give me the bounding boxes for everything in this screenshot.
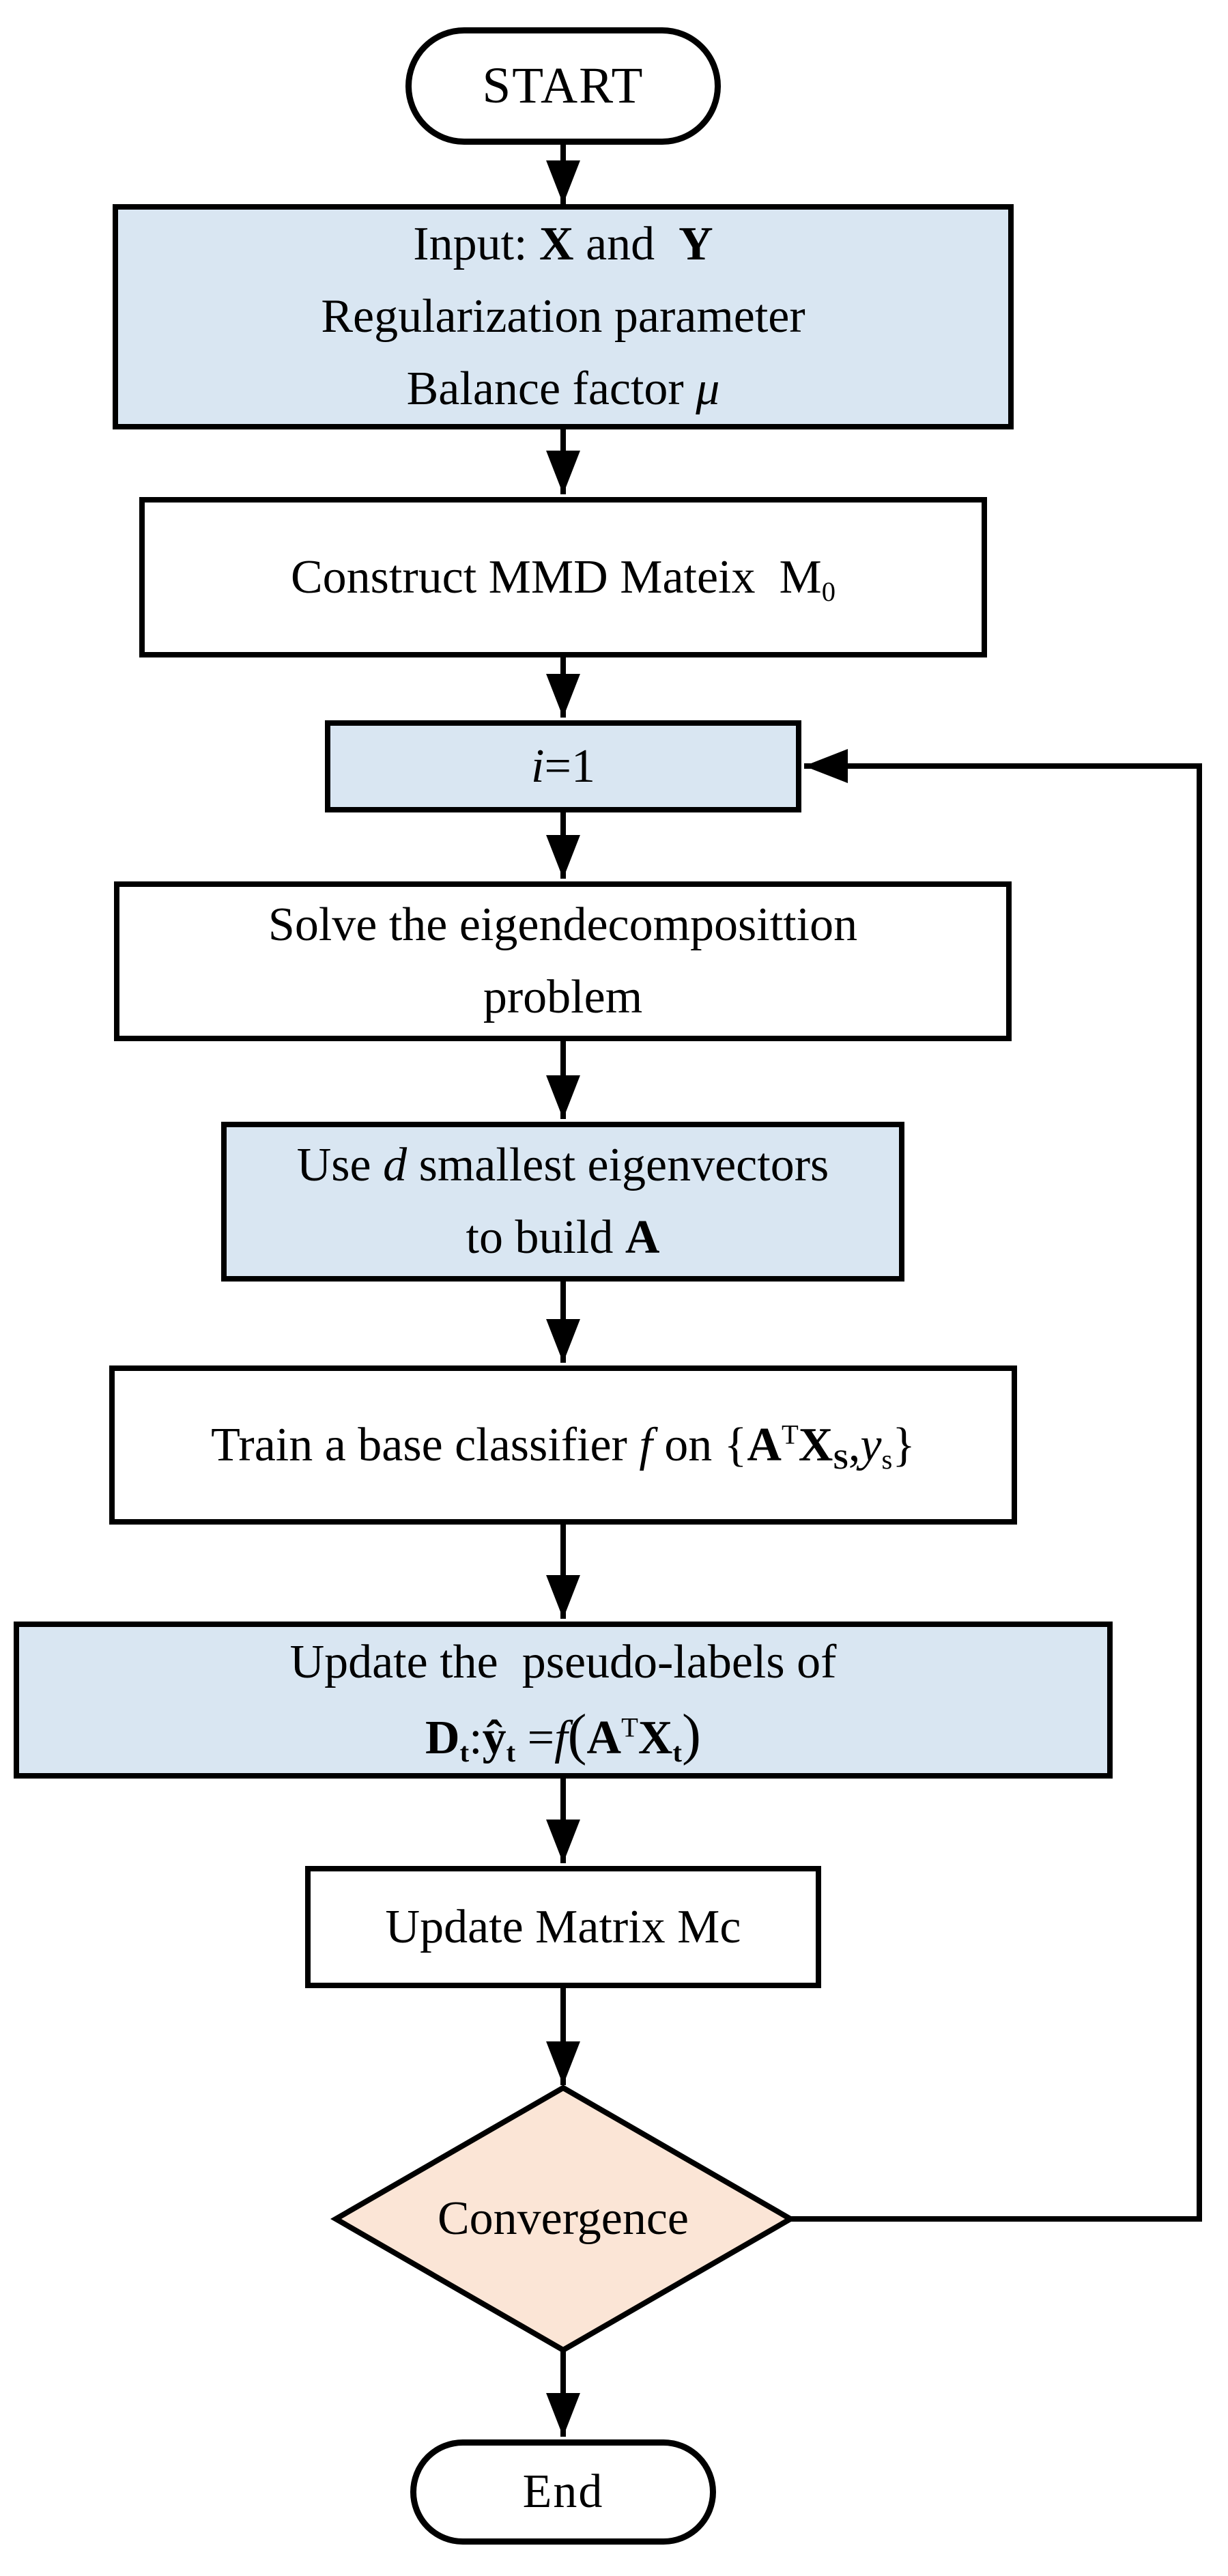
end-label: End	[522, 2465, 604, 2518]
text-run: :	[469, 1711, 483, 1764]
update-pseudo-labels-box: Update the pseudo-labels of Dt:ŷt =f(ATX…	[14, 1622, 1113, 1779]
text-run: t	[459, 1736, 470, 1768]
start-terminator: START	[405, 27, 721, 145]
construct-mmd-box: Construct MMD Mateix M0	[139, 497, 987, 657]
text-run: X	[638, 1711, 673, 1764]
text-run: S	[833, 1443, 848, 1475]
solve-line-1: Solve the eigendecomposittion	[268, 898, 858, 951]
text-run: A	[625, 1211, 660, 1264]
text-run: T	[621, 1712, 638, 1743]
text-run: to build	[466, 1211, 625, 1264]
text-run: μ	[696, 363, 720, 415]
text-run: f	[639, 1418, 653, 1471]
text-run: d	[383, 1139, 408, 1191]
train-label: Train a base classifier f on {ATXS,ys}	[211, 1409, 915, 1482]
text-run: i	[531, 739, 545, 793]
text-run: on {	[652, 1418, 747, 1471]
updatem-label: Update Matrix Mc	[385, 1900, 741, 1953]
convergence-label: Convergence	[437, 2192, 689, 2245]
init-label: i=1	[531, 739, 595, 794]
text-run: )	[681, 1702, 701, 1766]
text-run: and	[573, 218, 667, 270]
text-run: =1	[544, 739, 595, 793]
end-terminator: End	[410, 2439, 716, 2545]
text-run: (	[567, 1702, 587, 1766]
input-line-3: Balance factor μ	[407, 353, 720, 425]
solve-line-2: problem	[483, 971, 643, 1023]
input-box: Input: X and Y Regularization parameter …	[113, 204, 1014, 429]
start-label: START	[482, 57, 644, 114]
solve-eigendecomposition-box: Solve the eigendecomposittion problem	[114, 881, 1012, 1041]
text-run: ŷ	[482, 1711, 506, 1764]
construct-label: Construct MMD Mateix M0	[291, 541, 836, 614]
init-iteration-box: i=1	[325, 720, 801, 812]
input-line-1: Input: X and Y	[413, 208, 713, 281]
text-run: Balance factor	[406, 363, 696, 415]
text-run: Construct MMD Mateix M	[290, 550, 822, 604]
eigenvectors-box: Use d smallest eigenvectors to build A	[221, 1122, 904, 1282]
convergence-decision: Convergence	[336, 2088, 790, 2350]
text-run: smallest eigenvectors	[407, 1139, 829, 1191]
text-run: t	[506, 1736, 516, 1768]
text-run: X	[539, 218, 574, 270]
text-run: A	[586, 1711, 622, 1764]
text-run: T	[781, 1419, 799, 1450]
eigvec-line-1: Use d smallest eigenvectors	[297, 1129, 829, 1202]
text-run: 0	[821, 576, 836, 607]
update-matrix-box: Update Matrix Mc	[305, 1866, 821, 1988]
text-run: t	[672, 1736, 682, 1768]
text-run: y	[860, 1418, 882, 1471]
text-run: Y	[666, 218, 713, 270]
text-run: }	[892, 1418, 915, 1471]
text-run: Input:	[413, 218, 539, 270]
text-run: Train a base classifier	[211, 1418, 640, 1471]
text-run: f	[554, 1711, 568, 1764]
eigvec-line-2: to build A	[466, 1202, 660, 1274]
train-classifier-box: Train a base classifier f on {ATXS,ys}	[109, 1365, 1017, 1525]
pseudo-line-1: Update the pseudo-labels of	[289, 1635, 837, 1688]
text-run: D	[425, 1711, 460, 1764]
text-run: Use	[296, 1139, 384, 1191]
text-run: s	[881, 1443, 893, 1475]
text-run: A	[747, 1418, 782, 1471]
text-run: =	[515, 1711, 555, 1764]
text-run: ,	[848, 1418, 861, 1471]
text-run: X	[798, 1418, 833, 1471]
input-line-2: Regularization parameter	[321, 290, 805, 343]
pseudo-formula: Dt:ŷt =f(ATXt)	[425, 1699, 701, 1774]
